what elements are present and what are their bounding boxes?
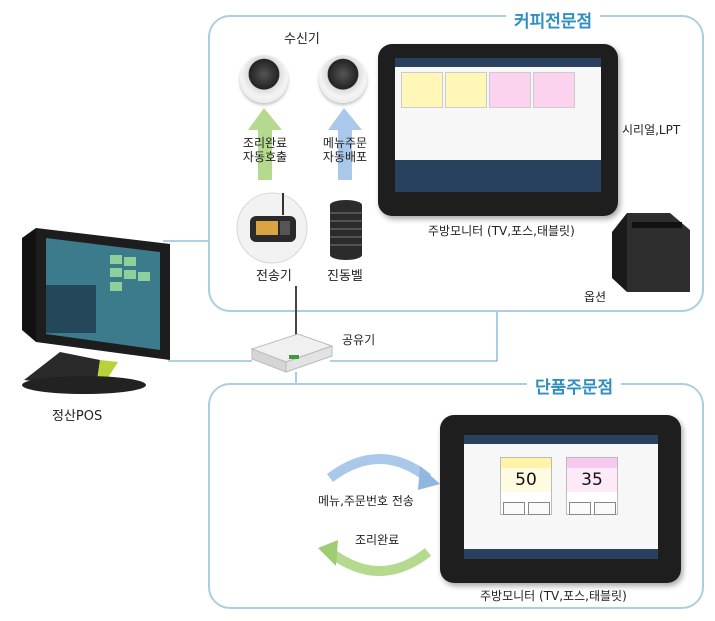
order-card-2-button-b[interactable] <box>593 502 616 515</box>
menu-dist-line-1: 메뉴주문 <box>322 136 368 150</box>
single-kitchen-monitor-tablet: 50 35 <box>440 415 681 583</box>
order-card-2-button-a[interactable] <box>568 502 591 515</box>
order-card-2: 35 <box>566 457 618 515</box>
receiver-pager-1 <box>240 55 288 103</box>
receiver-pager-2 <box>319 55 367 103</box>
menu-dist-line-2: 자동배포 <box>322 150 368 164</box>
single-kitchen-monitor-label: 주방모니터 (TV,포스,태블릿) <box>480 589 627 603</box>
order-card-2-number: 35 <box>567 468 617 492</box>
printer-option-label: 옵션 <box>584 290 607 304</box>
serial-lpt-label: 시리얼,LPT <box>622 123 681 137</box>
order-card-1-number: 50 <box>501 468 551 492</box>
order-card-1-button-b[interactable] <box>527 502 550 515</box>
transmitter-label: 전송기 <box>256 269 292 284</box>
pos-label: 정산POS <box>52 409 103 424</box>
order-card-1: 50 <box>500 457 552 515</box>
cook-call-label: 조리완료 자동호출 <box>231 136 299 164</box>
single-store-title: 단품주문점 <box>527 373 622 398</box>
cook-call-line-1: 조리완료 <box>242 136 288 150</box>
cafe-kitchen-monitor-screen <box>395 58 601 192</box>
cafe-store-title: 커피전문점 <box>506 7 601 32</box>
cook-complete-label: 조리완료 <box>355 533 400 547</box>
vibrating-bell-label: 진동벨 <box>327 269 363 284</box>
menu-dist-label: 메뉴주문 자동배포 <box>311 136 379 164</box>
receiver-label: 수신기 <box>284 32 320 47</box>
cafe-kitchen-monitor-label: 주방모니터 (TV,포스,태블릿) <box>428 224 575 238</box>
order-card-1-button-a[interactable] <box>502 502 525 515</box>
cafe-kitchen-monitor-tablet <box>378 44 618 216</box>
cook-call-line-2: 자동호출 <box>242 150 288 164</box>
router-label: 공유기 <box>342 333 376 347</box>
send-menu-order-label: 메뉴,주문번호 전송 <box>318 494 414 508</box>
single-kitchen-monitor-screen: 50 35 <box>464 435 658 559</box>
